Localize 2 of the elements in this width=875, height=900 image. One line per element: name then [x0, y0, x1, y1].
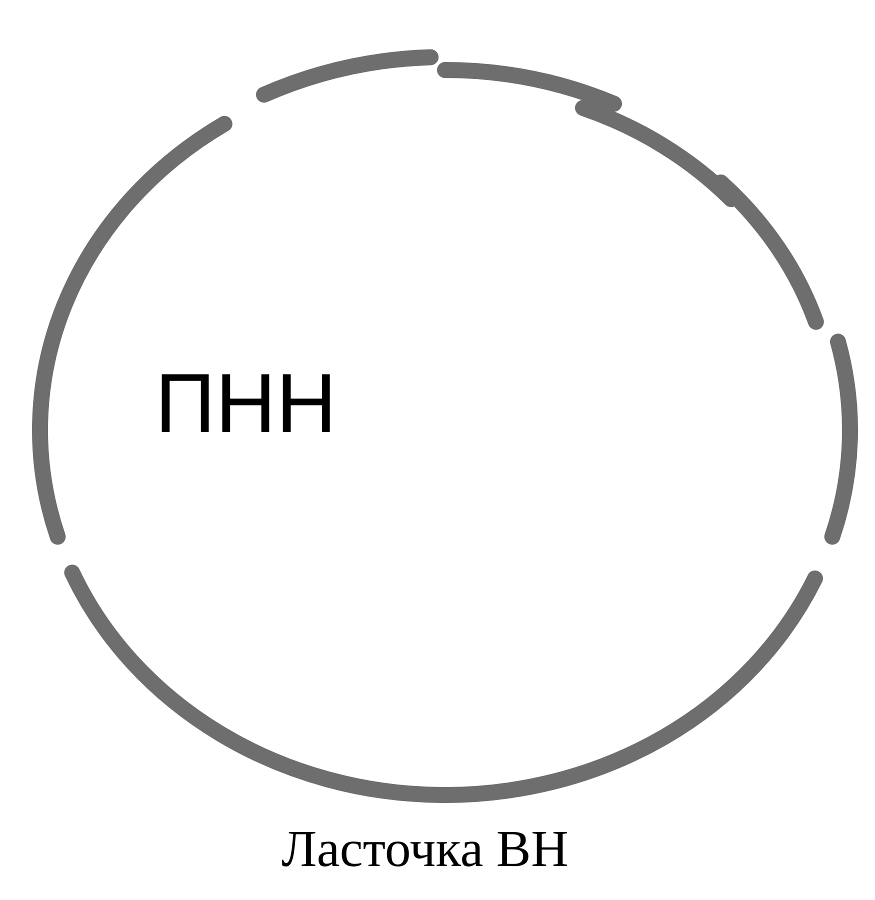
caption: Ласточка ВН [280, 820, 570, 879]
node-label: ПНН [155, 355, 337, 452]
